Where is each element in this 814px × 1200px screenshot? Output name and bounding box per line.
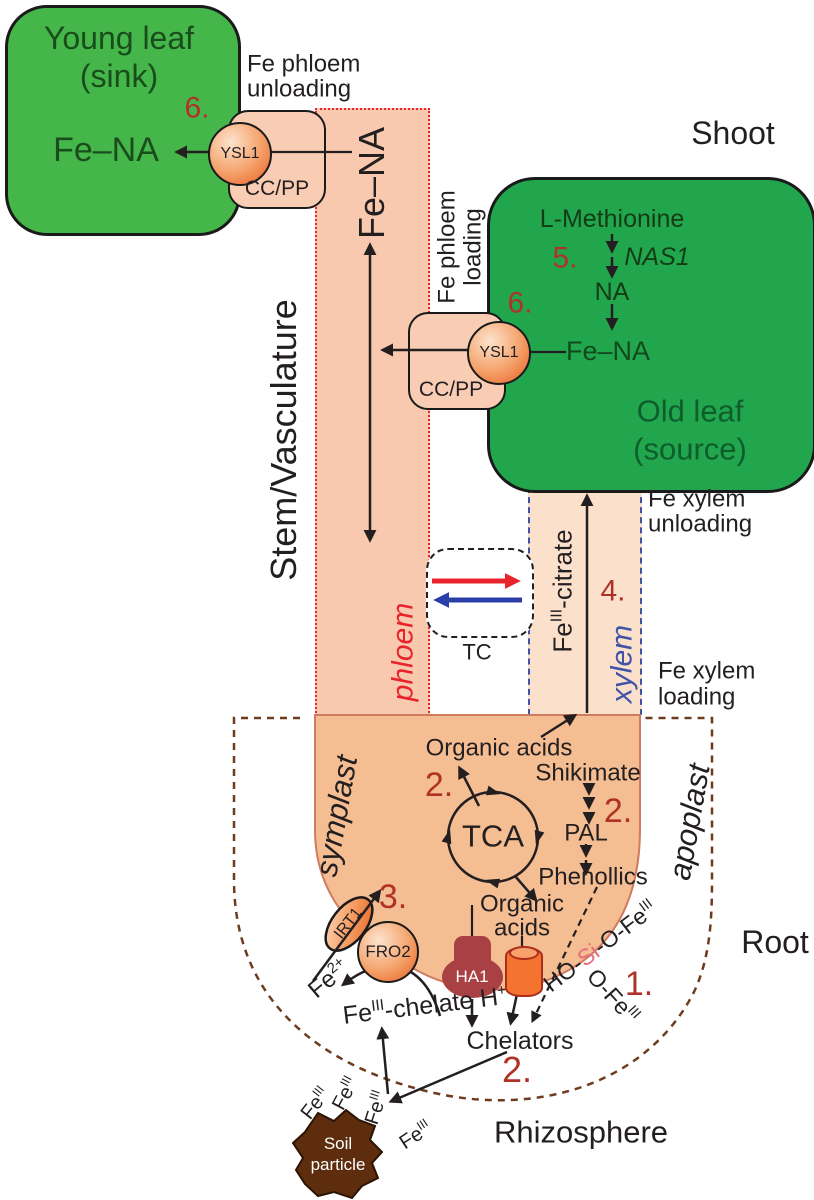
cylinder-transporter-top [509, 946, 539, 960]
ha1-label: HA1 [455, 967, 489, 987]
tca-arrowhead-e [534, 829, 545, 845]
tca-label: TCA [462, 818, 524, 854]
na-label: NA [594, 277, 630, 306]
ysl1-old-circle: YSL1 [467, 321, 531, 385]
pal-label: PAL [564, 819, 608, 847]
phloem-fena-label: Fe–NA [351, 126, 393, 240]
old-leaf-box [487, 177, 814, 493]
fro2-circle: FRO2 [357, 921, 419, 983]
tca-to-organic-acids-arrow [458, 765, 481, 807]
fe-phloem-loading-line1: Fe phloem [433, 190, 461, 304]
step-3: 3. [378, 878, 408, 917]
fro2-label: FRO2 [365, 942, 411, 961]
tca-to-organic-acids-bottom-arrow [514, 875, 538, 902]
phenollics-label: Phenollics [538, 863, 648, 891]
tca-arrowhead-w [441, 829, 452, 845]
step-2-tca: 2. [424, 766, 454, 805]
fe-xylem-unloading-line2: unloading [648, 510, 753, 538]
organic-acids-top-label: Organic acids [425, 734, 573, 762]
tca-arrowhead-n [485, 785, 501, 796]
soil-particle-line2: particle [310, 1155, 366, 1175]
root-label: Root [741, 924, 809, 961]
step-1: 1. [624, 965, 654, 1004]
organic-acid-to-xylem-arrow [540, 713, 578, 739]
tca-arrowhead-s [485, 878, 501, 889]
step-6-young: 6. [184, 91, 210, 125]
methionine-label: L-Methionine [539, 204, 685, 233]
step-2-rhizosphere: 2. [501, 1049, 533, 1091]
phenollics-secretion-dashed-arrow [531, 886, 598, 1024]
shikimate-label: Shikimate [535, 759, 641, 787]
young-leaf-title: Young leaf [43, 20, 195, 57]
old-leaf-title: Old leaf [636, 393, 744, 429]
ha1-pump-base [442, 956, 503, 998]
tc-label: TC [462, 639, 492, 665]
soil-to-chelate-arrow [376, 1026, 390, 1095]
irt1-uptake-arrow [311, 888, 382, 982]
organic-acids-bottom-line1: Organic [479, 890, 565, 918]
soil-particle-line1: Soil [323, 1134, 353, 1154]
organic-acids-bottom-line2: acids [493, 914, 551, 942]
fe3-citrate-label: FeIII-citrate [547, 529, 578, 653]
soil-particle-shape [291, 1108, 384, 1200]
cylinder-secretion-arrow [506, 993, 520, 1026]
ccpp-old-label: CC/PP [418, 377, 484, 401]
fe-xylem-unloading-line1: Fe xylem [648, 485, 746, 513]
fe-phloem-loading-line2: loading [459, 208, 487, 286]
fe-xylem-loading-line1: Fe xylem [658, 657, 756, 685]
shoot-label: Shoot [691, 115, 775, 152]
rhizosphere-label: Rhizosphere [493, 1114, 669, 1150]
step-4: 4. [600, 574, 626, 608]
root-boundary-dashed [232, 716, 714, 1102]
nas1-label: NAS1 [624, 242, 690, 271]
stem-vasculature-label: Stem/Vasculature [263, 299, 305, 581]
step-2-shikimate: 2. [603, 792, 633, 831]
ysl1-young-circle: YSL1 [208, 122, 272, 186]
step-5: 5. [552, 241, 578, 275]
xylem-column [528, 487, 642, 715]
chelators-to-soil-arrow [388, 1050, 508, 1104]
young-leaf-fena-label: Fe–NA [53, 131, 159, 170]
fe-xylem-loading-line2: loading [658, 683, 736, 711]
old-leaf-subtitle: (source) [633, 431, 747, 467]
ysl1-old-label: YSL1 [479, 344, 519, 361]
young-leaf-subtitle: (sink) [79, 58, 159, 95]
xylem-label: xylem [605, 624, 639, 704]
phloem-label: phloem [386, 602, 420, 702]
ccpp-young-label: CC/PP [244, 176, 310, 200]
fe-phloem-unloading-line1: Fe phloem [247, 50, 361, 78]
chelators-label: Chelators [466, 1026, 574, 1055]
old-leaf-fena-label: Fe–NA [565, 335, 651, 366]
step-6-old: 6. [507, 286, 533, 320]
ysl1-young-label: YSL1 [220, 145, 260, 162]
fe-phloem-unloading-line2: unloading [247, 75, 352, 103]
